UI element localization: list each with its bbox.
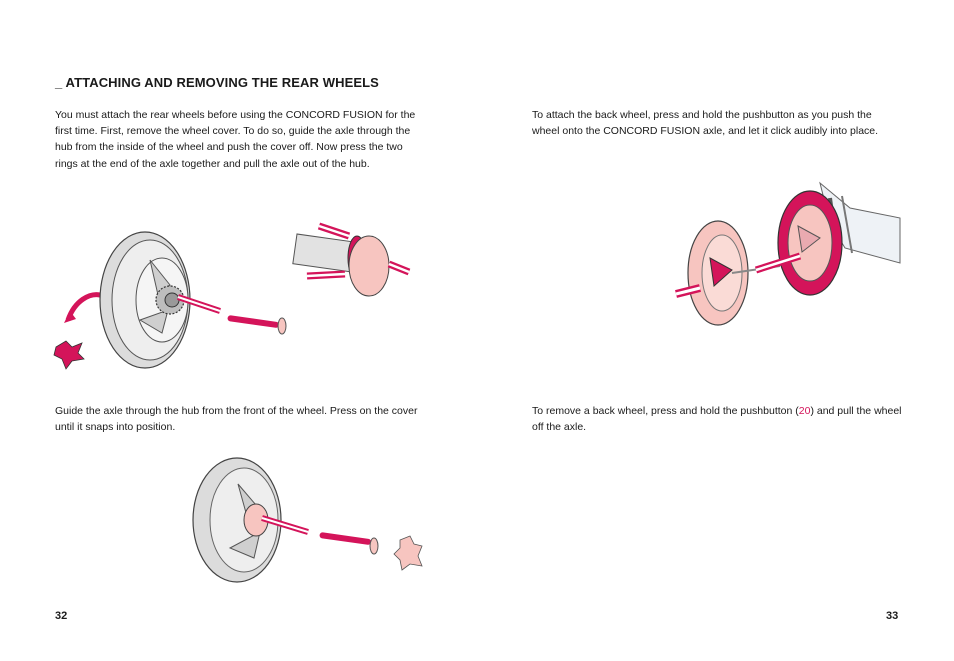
cover-disc — [348, 235, 390, 297]
attach-back-wheel-illustration — [675, 181, 901, 326]
page-number-right: 33 — [886, 610, 899, 622]
axle — [227, 315, 280, 328]
paragraph-attach-wheel: To attach the back wheel, press and hold… — [532, 109, 879, 138]
remove-text-before: To remove a back wheel, press and hold t… — [532, 405, 799, 417]
paragraph-remove-cover: You must attach the rear wheels before u… — [55, 109, 416, 170]
wheel-cover-piece — [53, 340, 85, 370]
page-number-left: 32 — [55, 610, 68, 622]
guide-axle-illustration — [192, 457, 423, 583]
axle — [319, 532, 372, 545]
pushbutton-reference[interactable]: 20 — [798, 405, 811, 417]
paragraph-remove-wheel: To remove a back wheel, press and hold t… — [532, 403, 902, 435]
remove-text-after: ) and pull the wheel off the axle. — [532, 405, 902, 434]
axle-ring-press-illustration — [292, 222, 411, 297]
wheel-cover-piece — [393, 535, 423, 571]
section-heading: _ ATTACHING AND REMOVING THE REAR WHEELS — [55, 75, 379, 90]
paragraph-guide-axle: Guide the axle through the hub from the … — [55, 405, 418, 434]
wheel-cover-removal-illustration — [53, 231, 287, 370]
